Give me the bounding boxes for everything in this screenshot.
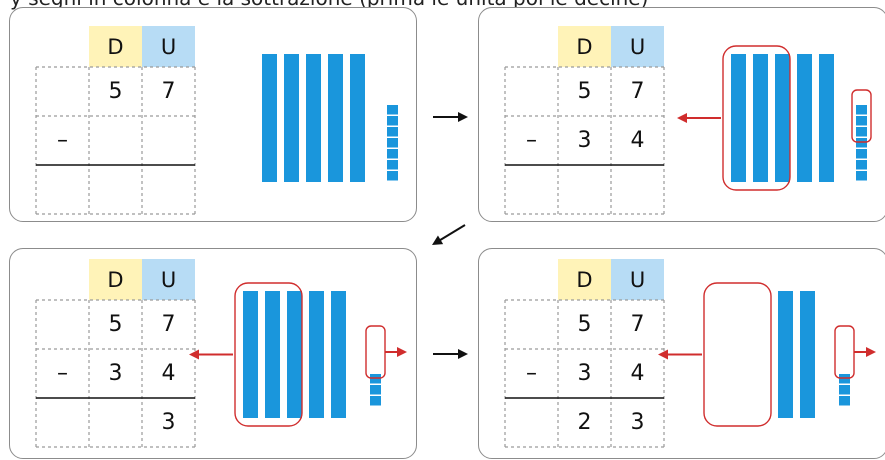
flow-arrow-step3-to-step4 — [433, 349, 468, 359]
unit-cube — [856, 138, 867, 148]
tens-rod — [265, 291, 280, 418]
remove-units-arrowhead — [397, 347, 407, 357]
result-digit: 3 — [161, 410, 176, 435]
unit-cube — [387, 149, 398, 159]
taken-units-frame — [851, 89, 872, 143]
minuend-digit: 7 — [630, 79, 645, 104]
tens-column-header: D — [558, 26, 611, 67]
column-grid — [35, 66, 196, 215]
base-ten-blocks — [658, 282, 876, 427]
minus-sign: – — [526, 128, 537, 153]
instruction-caption: y segni in colonna e la sottrazione (pri… — [10, 0, 870, 10]
base-ten-blocks — [262, 54, 398, 182]
tens-column-header: D — [89, 26, 142, 67]
unit-cube — [387, 171, 398, 181]
remove-units-arrowhead — [866, 347, 876, 357]
tens-rod — [731, 54, 746, 182]
unit-cube — [856, 171, 867, 181]
tens-rod — [309, 291, 324, 418]
flow-arrow-step2-to-step3 — [432, 224, 466, 245]
unit-cube — [839, 396, 850, 406]
column-grid — [35, 299, 196, 448]
tens-rod — [287, 291, 302, 418]
taken-tens-frame — [234, 282, 303, 427]
taken-tens-frame — [703, 282, 772, 427]
subtrahend-digit: 4 — [630, 361, 645, 386]
tens-rod — [819, 54, 834, 182]
units-column-header: U — [611, 26, 664, 67]
tens-rod — [306, 54, 321, 182]
unit-cube — [856, 116, 867, 126]
base-ten-blocks — [189, 282, 407, 427]
tens-rod — [243, 291, 258, 418]
subtrahend-digit: 3 — [108, 361, 123, 386]
unit-cube — [370, 374, 381, 384]
unit-cube — [387, 116, 398, 126]
unit-cube — [370, 385, 381, 395]
minuend-digit: 7 — [161, 312, 176, 337]
remove-tens-arrowhead — [189, 349, 199, 360]
tens-rod — [775, 54, 790, 182]
tens-rod — [350, 54, 365, 182]
unit-cube — [387, 160, 398, 170]
remove-tens-arrowhead — [658, 349, 668, 360]
minuend-digit: 7 — [161, 79, 176, 104]
minuend-digit: 7 — [630, 312, 645, 337]
result-digit: 3 — [630, 410, 645, 435]
tens-rod — [328, 54, 343, 182]
column-grid — [504, 66, 665, 215]
unit-cube — [856, 105, 867, 115]
tens-column-header: D — [89, 259, 142, 300]
unit-cube — [370, 396, 381, 406]
minuend-digit: 5 — [108, 312, 123, 337]
tens-column-header: D — [558, 259, 611, 300]
unit-cube — [387, 138, 398, 148]
base-ten-blocks — [677, 45, 872, 191]
minuend-digit: 5 — [108, 79, 123, 104]
subtrahend-digit: 3 — [577, 128, 592, 153]
result-digit: 2 — [577, 410, 592, 435]
remove-tens-arrowhead — [677, 113, 687, 123]
unit-cube — [856, 160, 867, 170]
unit-cube — [839, 374, 850, 384]
units-column-header: U — [142, 26, 195, 67]
units-column-header: U — [611, 259, 664, 300]
unit-cube — [387, 105, 398, 115]
subtrahend-digit: 4 — [161, 361, 176, 386]
minuend-digit: 5 — [577, 79, 592, 104]
flow-arrow-step1-to-step2 — [433, 112, 468, 122]
unit-cube — [839, 385, 850, 395]
minus-sign: – — [526, 361, 537, 386]
units-column-header: U — [142, 259, 195, 300]
minuend-digit: 5 — [577, 312, 592, 337]
tens-rod — [284, 54, 299, 182]
tens-rod — [800, 291, 815, 418]
tens-rod — [331, 291, 346, 418]
tens-rod — [778, 291, 793, 418]
minus-sign: – — [57, 361, 68, 386]
taken-tens-frame — [722, 45, 791, 191]
minus-sign: – — [57, 128, 68, 153]
column-grid — [504, 299, 665, 448]
tens-rod — [797, 54, 812, 182]
unit-cube — [856, 149, 867, 159]
subtrahend-digit: 4 — [630, 128, 645, 153]
unit-cube — [387, 127, 398, 137]
unit-cube — [856, 127, 867, 137]
subtrahend-digit: 3 — [577, 361, 592, 386]
tens-rod — [262, 54, 277, 182]
tens-rod — [753, 54, 768, 182]
